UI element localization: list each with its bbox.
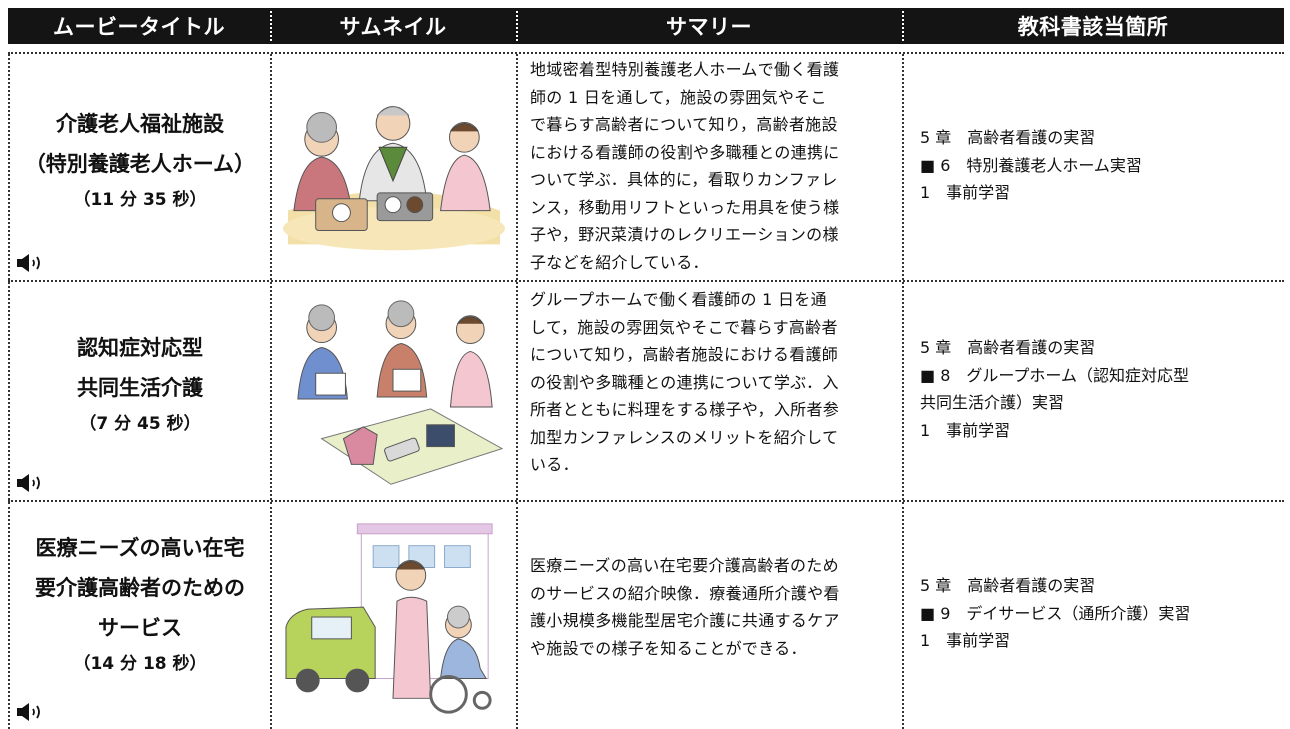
summary-line: における看護師の役割や多職種との連携に [530, 142, 840, 162]
summary-line: 師の 1 日を通して，施設の雰囲気やそこ [530, 87, 827, 107]
movie-title-cell: 介護老人福祉施設 （特別養護老人ホーム） （11 分 35 秒） [8, 54, 270, 280]
ref-line: 1 事前学習 [920, 631, 1011, 650]
speaker-icon[interactable] [16, 252, 46, 274]
ref-line: 共同生活介護）実習 [920, 393, 1065, 412]
summary-line: 医療ニーズの高い在宅要介護高齢者のため [530, 556, 839, 575]
movie-title-line[interactable]: 認知症対応型 [77, 336, 203, 360]
ref-line: 5 章 高齢者看護の実習 [920, 338, 1096, 357]
header-summary: サマリー [516, 8, 902, 44]
thumbnail-cell [270, 54, 516, 280]
header-thumbnail: サムネイル [270, 8, 516, 44]
movie-title-cell: 医療ニーズの高い在宅 要介護高齢者のための サービス （14 分 18 秒） [8, 502, 270, 729]
table-row: 医療ニーズの高い在宅 要介護高齢者のための サービス （14 分 18 秒） [8, 500, 1284, 729]
speaker-icon[interactable] [16, 472, 46, 494]
summary-line: の役割や多職種との連携について学ぶ．入 [530, 372, 839, 392]
speaker-icon[interactable] [16, 701, 46, 723]
movie-title-line[interactable]: 共同生活介護 [77, 376, 203, 400]
textbook-ref: 5 章 高齢者看護の実習 ■ 8 グループホーム（認知症対応型 共同生活介護）実… [920, 334, 1276, 444]
elderly-dining-illustration[interactable] [282, 62, 506, 260]
summary-line: 子や，野沢菜漬けのレクリエーションの様 [530, 225, 839, 244]
movie-duration: （14 分 18 秒） [73, 653, 207, 674]
textbook-ref-cell: 5 章 高齢者看護の実習 ■ 8 グループホーム（認知症対応型 共同生活介護）実… [902, 282, 1284, 500]
movie-title-line[interactable]: サービス [98, 615, 182, 640]
summary-line: ついて学ぶ．具体的に，看取りカンファレ [530, 170, 838, 189]
summary-text: 医療ニーズの高い在宅要介護高齢者のため のサービスの紹介映像．療養通所介護や看 … [530, 552, 892, 662]
ref-line: 5 章 高齢者看護の実習 [920, 576, 1096, 595]
movie-title-cell: 認知症対応型 共同生活介護 （7 分 45 秒） [8, 282, 270, 500]
movie-duration: （7 分 45 秒） [79, 414, 201, 434]
summary-line: で暮らす高齢者について知り，高齢者施設 [530, 115, 838, 134]
movie-duration: （11 分 35 秒） [73, 190, 207, 210]
summary-line: 所者とともに料理をする様子や，入所者参 [530, 400, 840, 419]
movie-title-line[interactable]: （特別養護老人ホーム） [24, 152, 256, 176]
ref-line: 5 章 高齢者看護の実習 [920, 128, 1096, 147]
summary-line: のサービスの紹介映像．療養通所介護や看 [530, 583, 840, 603]
summary-line: グループホームで働く看護師の 1 日を通 [530, 290, 827, 309]
ref-line: 1 事前学習 [920, 183, 1011, 202]
summary-cell: 医療ニーズの高い在宅要介護高齢者のため のサービスの紹介映像．療養通所介護や看 … [516, 502, 902, 729]
summary-line: 子などを紹介している． [530, 252, 709, 272]
summary-cell: グループホームで働く看護師の 1 日を通 して，施設の雰囲気やそこで暮らす高齢者… [516, 282, 902, 500]
summary-line: 地域密着型特別養護老人ホームで働く看護 [530, 60, 840, 79]
textbook-ref: 5 章 高齢者看護の実習 ■ 9 デイサービス（通所介護）実習 1 事前学習 [920, 572, 1276, 655]
thumbnail-cell [270, 282, 516, 500]
ref-line: ■ 8 グループホーム（認知症対応型 [920, 365, 1189, 385]
thumbnail-cell [270, 502, 516, 729]
movie-title-line[interactable]: 介護老人福祉施設 [56, 112, 224, 136]
movie-title-line[interactable]: 医療ニーズの高い在宅 [35, 535, 245, 560]
movie-title-line[interactable]: 要介護高齢者のための [35, 575, 245, 600]
header-textbook-ref: 教科書該当箇所 [902, 8, 1284, 44]
summary-line: 加型カンファレンスのメリットを紹介して [530, 427, 839, 447]
ref-line: 1 事前学習 [920, 420, 1011, 440]
table-row: 認知症対応型 共同生活介護 （7 分 45 秒） [8, 280, 1284, 500]
home-care-van-illustration[interactable] [282, 510, 506, 718]
summary-line: や施設での様子を知ることができる． [530, 638, 807, 658]
summary-text: グループホームで働く看護師の 1 日を通 して，施設の雰囲気やそこで暮らす高齢者… [530, 286, 892, 479]
textbook-ref: 5 章 高齢者看護の実習 ■ 6 特別養護老人ホーム実習 1 事前学習 [920, 124, 1276, 207]
summary-cell: 地域密着型特別養護老人ホームで働く看護 師の 1 日を通して，施設の雰囲気やそこ… [516, 54, 902, 280]
header-movie-title: ムービータイトル [53, 15, 225, 39]
summary-line: 護小規模多機能型居宅介護に共通するケア [530, 611, 840, 630]
summary-line: ンス，移動用リフトといった用具を使う様 [530, 197, 840, 217]
textbook-ref-cell: 5 章 高齢者看護の実習 ■ 6 特別養護老人ホーム実習 1 事前学習 [902, 54, 1284, 280]
summary-line: いる． [530, 455, 579, 474]
summary-line: について知り，高齢者施設における看護師 [530, 345, 839, 364]
textbook-ref-cell: 5 章 高齢者看護の実習 ■ 9 デイサービス（通所介護）実習 1 事前学習 [902, 502, 1284, 729]
group-home-laundry-illustration[interactable] [282, 290, 506, 488]
ref-line: ■ 6 特別養護老人ホーム実習 [920, 155, 1142, 175]
table-row: 介護老人福祉施設 （特別養護老人ホーム） （11 分 35 秒） [8, 52, 1284, 280]
ref-line: ■ 9 デイサービス（通所介護）実習 [920, 603, 1191, 623]
table-header: ムービータイトル サムネイル サマリー 教科書該当箇所 [8, 8, 1284, 44]
summary-text: 地域密着型特別養護老人ホームで働く看護 師の 1 日を通して，施設の雰囲気やそこ… [530, 56, 892, 276]
summary-line: して，施設の雰囲気やそこで暮らす高齢者 [530, 317, 838, 337]
